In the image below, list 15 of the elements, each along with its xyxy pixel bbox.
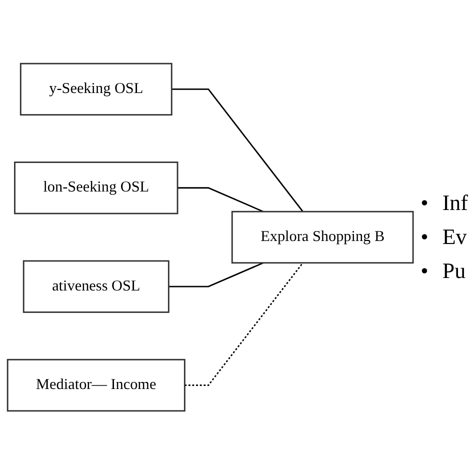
node-box: Mediator— Income (6, 358, 186, 412)
node-box: y-Seeking OSL (20, 62, 172, 116)
node-box: ativeness OSL (22, 260, 170, 313)
connector (172, 88, 304, 212)
connector (184, 262, 304, 386)
list-text: Inf (442, 190, 468, 216)
list-text: Pu (442, 258, 467, 284)
connector (178, 186, 264, 212)
list-text: • (420, 224, 428, 250)
node-box: Explora Shopping B (231, 210, 414, 264)
connector (168, 262, 264, 288)
node-box: lon-Seeking OSL (14, 161, 178, 214)
list-text: • (420, 258, 428, 284)
list-text: Ev (442, 224, 468, 250)
list-text: • (420, 190, 428, 216)
